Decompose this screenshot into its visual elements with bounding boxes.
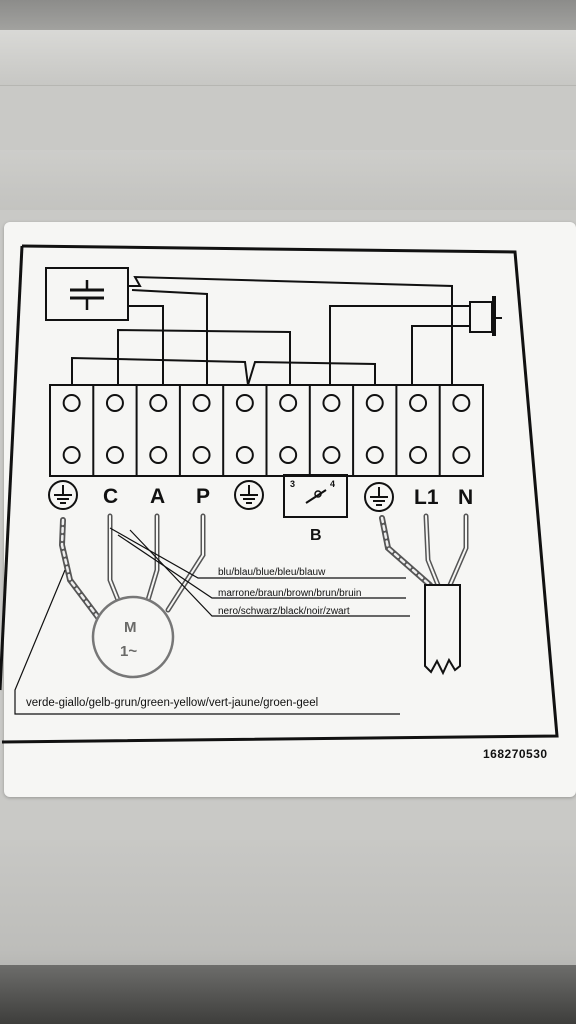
housing-lip [0,30,576,86]
terminal-screw [192,394,211,412]
diagram-border-left [0,245,24,691]
ground-icon [234,480,264,510]
terminal-label-p: P [196,485,210,508]
terminal-label-a: A [150,485,165,508]
switch-label: B [310,527,322,544]
motor-label: M [124,619,137,636]
legend-blue: blu/blau/blue/bleu/blauw [218,567,326,578]
terminal-screw [409,394,428,412]
terminal-labels: C A P L1 N [48,480,473,512]
cable-sheath [424,584,461,676]
terminal-screw [322,446,341,464]
terminal-label-n: N [458,486,473,509]
capacitor [45,267,129,321]
housing-band [0,150,576,210]
terminal-screw [235,446,254,464]
internal-wiring [71,275,470,388]
ground-icon [364,482,394,512]
terminal-screw [192,446,211,464]
legend-green-yellow: verde-giallo/gelb-grun/green-yellow/vert… [26,697,318,709]
legend-black: nero/schwarz/black/noir/zwart [218,606,350,617]
terminal-label-l1: L1 [414,486,439,509]
housing-base-shadow [0,965,576,1024]
terminal-screw [279,394,298,412]
terminal-screw [409,446,428,464]
terminal-screw [105,394,124,412]
motor: M 1~ [91,595,175,679]
terminal-screw [62,394,81,412]
terminal-screw [105,446,124,464]
switch-pin-4: 4 [330,479,335,489]
terminal-screw [149,394,168,412]
legend-brown: marrone/braun/brown/brun/bruin [218,588,361,599]
terminal-screw [62,446,81,464]
connector-plug [469,296,502,336]
terminal-label-c: C [103,485,118,508]
terminal-block [49,384,484,477]
part-number: 168270530 [483,747,548,761]
terminal-screw [452,394,471,412]
diagram-border [1,244,559,744]
terminal-screw [279,446,298,464]
ground-icon [48,480,78,510]
wire-legend: blu/blau/blue/bleu/blauw marrone/braun/b… [26,567,361,709]
terminal-screw [322,394,341,412]
motor-phase: 1~ [120,643,137,660]
switch-pin-3: 3 [290,479,295,489]
legend-leaders [14,527,410,715]
terminal-screw [365,394,384,412]
switch-b: 3 4 B [283,474,348,544]
supply-cable [379,513,469,588]
terminal-screw [452,446,471,464]
terminal-screw [149,446,168,464]
terminal-screw [365,446,384,464]
terminal-screw [235,394,254,412]
